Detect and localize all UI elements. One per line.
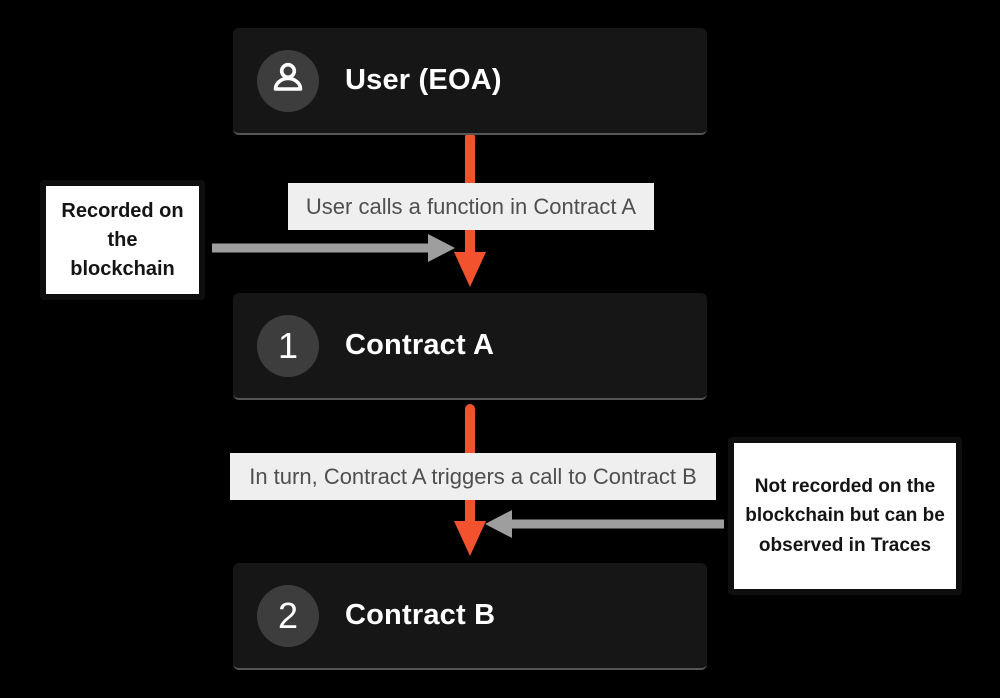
arrow-recorded-callout [212,234,455,262]
node-contract-a: 1 Contract A [233,293,707,400]
node-contract-b: 2 Contract B [233,563,707,670]
node-title-contract-a: Contract A [345,329,495,361]
step-badge-1: 1 [257,314,319,377]
node-title-contract-b: Contract B [345,599,496,631]
person-icon [270,60,306,101]
step-number-2: 2 [277,594,299,636]
node-user-eoa: User (EOA) [233,28,707,135]
edge-label-user-calls-function: User calls a function in Contract A [288,183,654,230]
arrow-not-recorded-callout [485,510,724,538]
user-avatar [257,49,319,112]
callout-not-recorded-traces: Not recorded on the blockchain but can b… [728,437,962,595]
node-title-user: User (EOA) [345,64,502,96]
step-number-1: 1 [277,324,299,366]
step-badge-2: 2 [257,584,319,647]
edge-label-contract-a-triggers: In turn, Contract A triggers a call to C… [230,453,716,500]
callout-recorded-on-blockchain: Recorded on the blockchain [40,180,205,300]
